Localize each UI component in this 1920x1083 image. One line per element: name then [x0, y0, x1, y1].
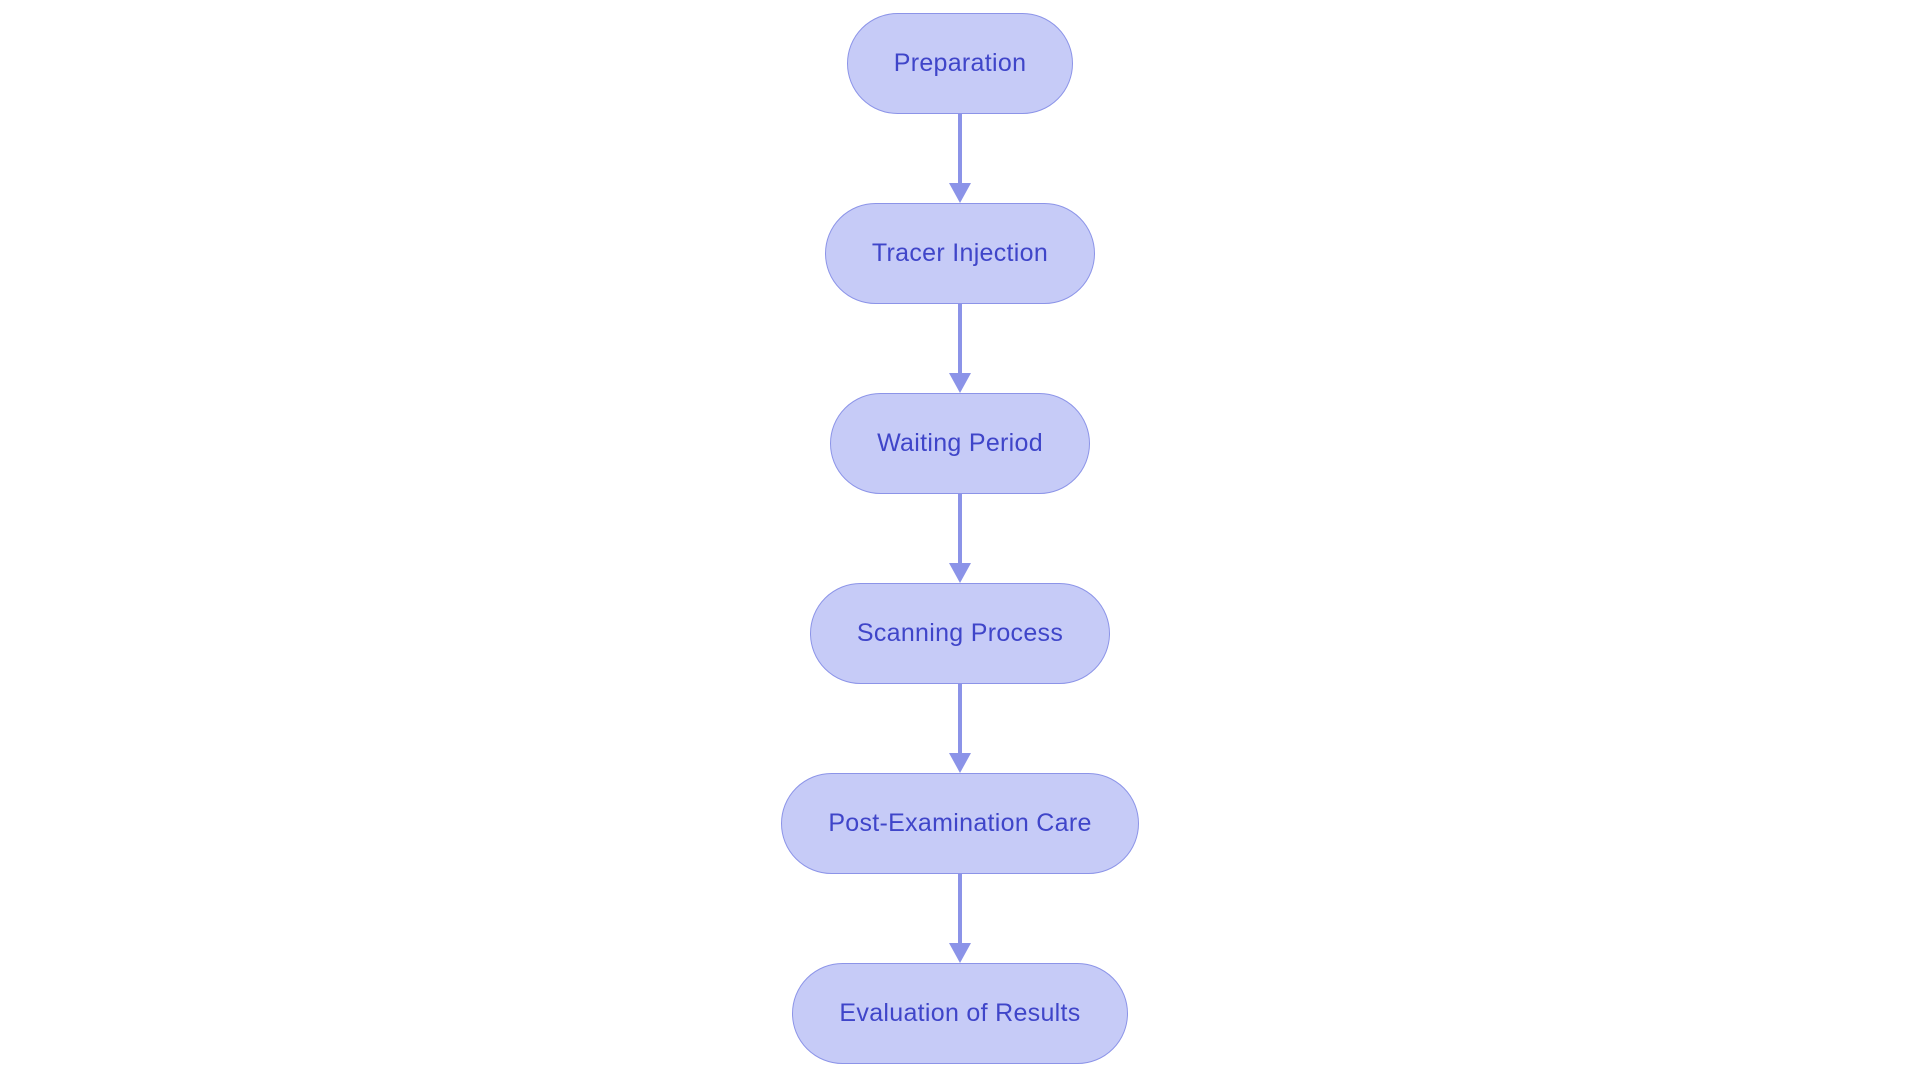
arrow-connector — [949, 304, 971, 393]
arrow-connector — [949, 874, 971, 963]
arrow-line — [958, 494, 962, 563]
flow-node-evaluation-of-results: Evaluation of Results — [792, 963, 1128, 1064]
flow-node-label: Preparation — [893, 49, 1027, 77]
flow-node-label: Waiting Period — [877, 429, 1043, 457]
arrow-down-icon — [949, 753, 971, 773]
flow-node-tracer-injection: Tracer Injection — [824, 203, 1096, 304]
arrow-down-icon — [949, 373, 971, 393]
arrow-line — [958, 874, 962, 943]
flow-node-scanning-process: Scanning Process — [809, 583, 1111, 684]
flow-node-label: Evaluation of Results — [839, 999, 1081, 1027]
arrow-line — [958, 114, 962, 183]
flow-node-label: Tracer Injection — [871, 239, 1049, 267]
arrow-down-icon — [949, 563, 971, 583]
arrow-connector — [949, 114, 971, 203]
arrow-down-icon — [949, 183, 971, 203]
flow-node-preparation: Preparation — [846, 13, 1074, 114]
flow-node-label: Post-Examination Care — [828, 809, 1092, 837]
arrow-connector — [949, 494, 971, 583]
flow-node-post-examination-care: Post-Examination Care — [781, 773, 1139, 874]
arrow-line — [958, 684, 962, 753]
arrow-down-icon — [949, 943, 971, 963]
flow-node-waiting-period: Waiting Period — [830, 393, 1090, 494]
arrow-connector — [949, 684, 971, 773]
arrow-line — [958, 304, 962, 373]
flow-node-label: Scanning Process — [856, 619, 1064, 647]
